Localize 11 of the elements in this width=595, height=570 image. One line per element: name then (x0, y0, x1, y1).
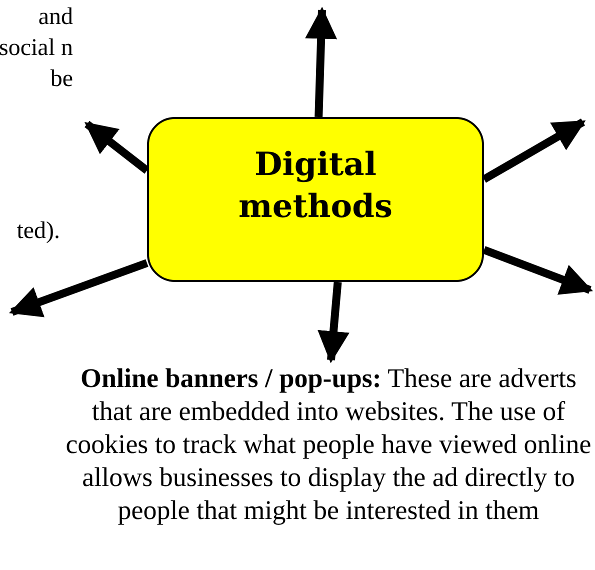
arrow (482, 246, 593, 295)
arrow (482, 118, 586, 183)
box-title: Digital methods (238, 144, 394, 226)
arrow (84, 120, 150, 174)
arrow (318, 282, 350, 364)
arrow (305, 6, 338, 118)
description-text: Online banners / pop-ups: These are adverts that are embedded into websites. The use of cookies to track what people have viewed online allows businesses to display the ad directly to people that might be interested in them (64, 362, 592, 527)
text-fragment: ted). (16, 217, 60, 246)
text-fragment: and social n be (0, 3, 73, 94)
arrow (9, 259, 148, 318)
process-box (147, 117, 484, 282)
